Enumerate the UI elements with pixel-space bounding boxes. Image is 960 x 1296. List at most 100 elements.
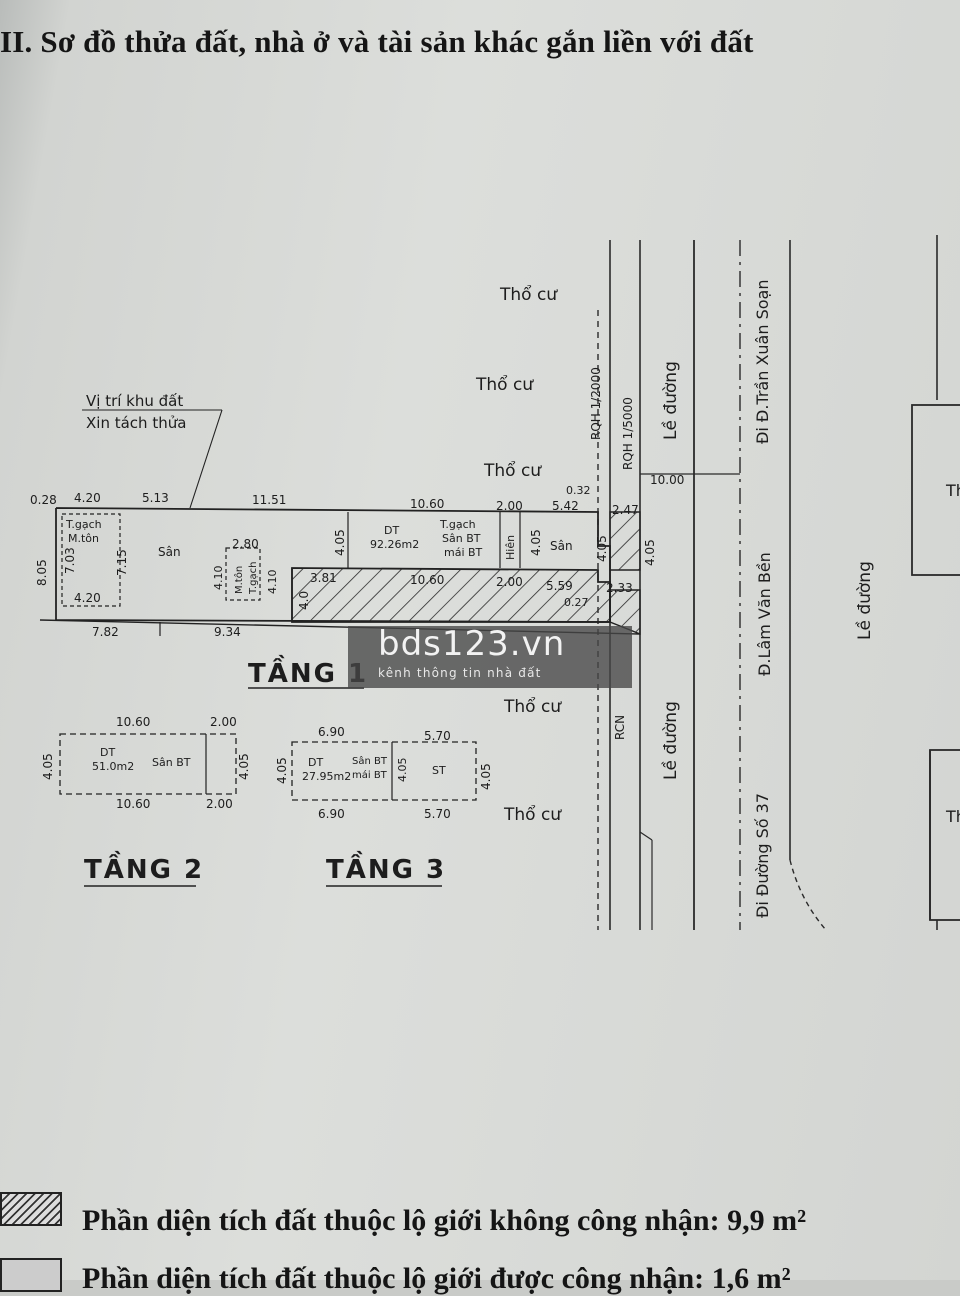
neighbor-block-label-2: Th [945,807,960,826]
watermark: bds123.vn kênh thông tin nhà đất [348,624,632,688]
room-tgach2-label: T.gạch [248,562,259,595]
f2-area-label: 51.0m2 [92,760,134,773]
watermark-subtitle: kênh thông tin nhà đất [378,666,542,680]
room-area-label: 92.26m2 [370,538,419,551]
sidewalk-label-2: Lề đường [660,701,681,780]
rqh-2000-label: RQH 1/2000 [589,367,603,440]
f1-dim-top: 0.28 [30,493,57,507]
f1-dim-bottom: 5.59 [546,579,573,593]
f1-dim-top: 5.42 [552,499,579,513]
site-pointer-line [189,409,223,509]
road-label-lam-van-ben: Đ.Lâm Văn Bền [755,552,774,676]
room-san2-label: Sân [550,539,573,553]
road-reserve-hatched-area [291,567,611,623]
neighbor-block-label-1: Th [945,481,960,500]
room-tgach-label: T.gạch [65,518,102,531]
f2-dim: 4.05 [41,753,55,780]
legend-row-2: Phần diện tích đất thuộc lộ giới được cô… [82,1262,791,1295]
f3-mai-label: mái BT [352,769,388,781]
f1-dim-top: 2.47 [612,503,639,517]
f1-dim-side: 4.05 [643,539,657,566]
room-maibt-label: mái BT [444,546,483,559]
f1-dim-side: 8.05 [35,559,49,586]
floor2-outline [59,733,237,795]
rcn-label: RCN [613,715,627,740]
road-label-duong-so-37: Đi Đường Số 37 [753,793,772,918]
f1-dim-bottom: 0.27 [564,596,589,609]
f1-dim-side: 4.05 [529,529,543,556]
room-san-label: Sân [158,545,181,559]
f3-dim: 6.90 [318,807,345,821]
f3-dim: 4.05 [479,763,493,790]
floor1-room-tgach [61,513,121,607]
f1-dim-bottom: 7.82 [92,625,119,639]
sidewalk-label-3: Lề đường [854,561,875,640]
f1-dim-bottom: 9.34 [214,625,241,639]
f1-dim-bottom: 3.81 [310,571,337,585]
f1-dim-side: 4.10 [266,570,279,595]
f2-dt-label: DT [100,746,115,759]
f1-dim-bottom: 2.00 [496,575,523,589]
f2-san-label: Sân BT [152,756,191,769]
room-sanbt-label: Sân BT [442,532,481,545]
road-reserve-hatched-area-2 [609,511,641,571]
neighbor-block-top [911,404,960,576]
f1-dim-side: 4.05 [333,529,347,556]
f1-dim-top: 4.20 [74,491,101,505]
f2-dim: 10.60 [116,715,150,729]
neighbor-label-3: Thổ cư [483,460,542,481]
f1-dim-side: 7.03 [63,547,77,574]
road-label-tran-xuan-soan: Đi Đ.Trần Xuân Soạn [753,280,772,444]
legend-hatch-swatch [0,1192,62,1226]
f2-dim: 4.05 [237,753,251,780]
watermark-title: bds123.vn [378,624,566,664]
site-label-line1: Vị trí khu đất [86,392,183,410]
f3-dim: 5.70 [424,807,451,821]
neighbor-label-1: Thổ cư [499,284,558,305]
f2-dim: 10.60 [116,797,150,811]
room-dt-label: DT [384,524,399,537]
f1-dim-top: 2.00 [496,499,523,513]
floor2-title: TẦNG 2 [84,850,204,885]
f2-dim: 2.00 [210,715,237,729]
road-corner-line [639,831,653,841]
f3-dim: 6.90 [318,725,345,739]
floor1-room-mton [225,547,261,601]
road-curve-line [789,859,827,931]
neighbor-block-bottom [929,749,960,921]
f1-dim-inner: 2.80 [232,537,259,551]
f1-dim-top: 0.32 [566,484,591,497]
neighbor-label-2: Thổ cư [475,374,534,395]
f3-dt-label: DT [308,756,323,769]
f2-dim: 2.00 [206,797,233,811]
sidewalk-label-1: Lề đường [660,361,681,440]
site-label-line2: Xin tách thửa [86,414,186,432]
f1-dim-side: 4.10 [212,566,225,591]
room-tgach3-label: T.gạch [439,518,476,531]
legend-row-1: Phần diện tích đất thuộc lộ giới không c… [82,1204,807,1237]
floor1-title: TẦNG 1 [248,654,368,689]
f3-area-label: 27.95m2 [302,770,351,783]
f1-dim-top: 11.51 [252,493,286,507]
f1-dim-side: 7.15 [115,549,129,576]
neighbor-label-5: Thổ cư [503,804,562,825]
f3-dim: 4.05 [275,757,289,784]
legend-dotted-swatch [0,1258,62,1292]
floor3-title: TẦNG 3 [326,850,446,885]
road-width-dim: 10.00 [650,473,684,487]
f3-san-label: Sân BT [352,755,388,767]
f3-st-label: ST [432,764,446,777]
f1-dim-bottom: 2.33 [606,581,633,595]
f3-dim: 5.70 [424,729,451,743]
room-hien-label: Hiên [504,535,517,560]
room-mton-label: M.tôn [68,532,99,545]
f1-dim-inner: 4.20 [74,591,101,605]
floor3-outline [291,741,477,801]
section-heading: II. Sơ đồ thửa đất, nhà ở và tài sản khá… [0,24,754,59]
f1-dim-top: 10.60 [410,497,444,511]
f1-dim-side: 4.05 [595,535,609,562]
road-reserve-hatched-area-3 [609,589,641,636]
f3-dim: 4.05 [396,758,409,783]
